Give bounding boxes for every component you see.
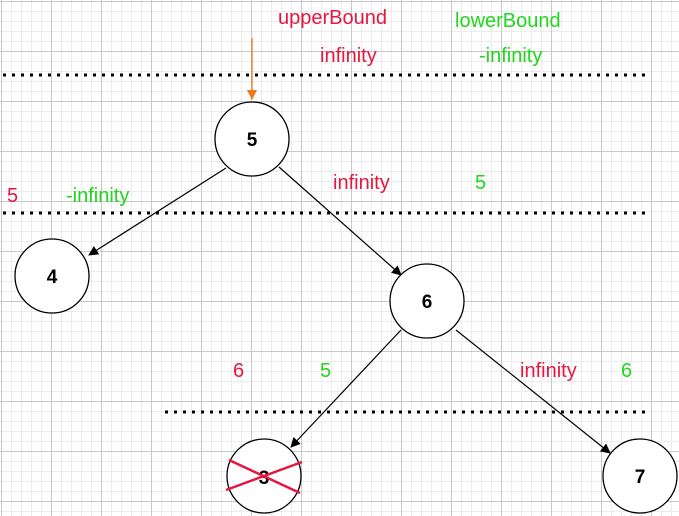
node-right-left-value: 3	[259, 468, 270, 489]
lower-bound-grandchild-left: 5	[320, 360, 332, 382]
upper-bound-grandchild-left: 6	[233, 360, 245, 382]
lower-bound-value-root: -infinity	[479, 45, 543, 67]
lower-bound-title: lowerBound	[455, 10, 561, 32]
edge-right-left	[290, 329, 402, 448]
node-right-right-value: 7	[635, 467, 646, 488]
node-root-value: 5	[247, 130, 258, 151]
cross-out-icon	[225, 458, 303, 495]
lower-bound-grandchild-right: 6	[621, 360, 633, 382]
edge-root-right	[278, 166, 402, 276]
edge-right-right	[455, 329, 611, 454]
edge-root-left	[88, 167, 227, 256]
node-right-right: 7	[602, 438, 678, 514]
node-left: 4	[14, 238, 90, 314]
node-right-left: 3	[225, 438, 303, 514]
node-root: 5	[214, 101, 290, 177]
upper-bound-value-root: infinity	[320, 45, 377, 67]
lower-bound-right-child: 5	[475, 172, 487, 194]
upper-bound-grandchild-right: infinity	[520, 360, 577, 382]
upper-bound-left-child: 5	[7, 185, 19, 207]
node-right-value: 6	[422, 292, 433, 313]
upper-bound-title: upperBound	[278, 7, 387, 29]
node-left-value: 4	[47, 267, 58, 288]
upper-bound-right-child: infinity	[333, 172, 390, 194]
node-right: 6	[389, 263, 465, 339]
lower-bound-left-child: -infinity	[66, 185, 130, 207]
